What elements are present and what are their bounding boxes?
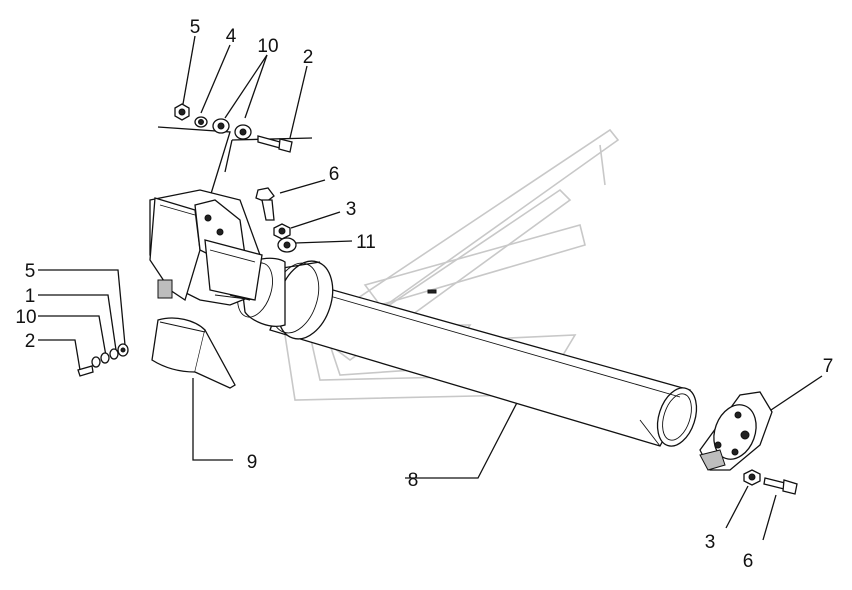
clamp-strap-part-9	[151, 317, 236, 389]
callout-5-left: 5	[25, 261, 36, 282]
callout-9: 9	[247, 452, 258, 473]
left-hardware	[77, 343, 129, 377]
callout-10-left: 10	[15, 307, 36, 328]
top-hardware	[174, 103, 293, 153]
flange-part-7	[699, 391, 773, 471]
callout-5-top: 5	[190, 17, 201, 38]
callout-10-top: 10	[257, 36, 278, 57]
callout-4-top: 4	[226, 26, 237, 47]
callout-2-left: 2	[25, 331, 36, 352]
callout-7: 7	[823, 356, 834, 377]
mounting-bracket	[149, 189, 263, 306]
callout-labels: 5 4 10 2 6 3 11 5 1 10 2 9 8 7 3 6	[15, 17, 833, 572]
middle-hardware	[255, 187, 297, 253]
callout-11: 11	[356, 232, 376, 253]
tube-part-8	[269, 277, 698, 447]
bottom-right-hardware	[743, 469, 798, 495]
callout-6-mid: 6	[329, 164, 340, 185]
callout-3-mid: 3	[346, 199, 357, 220]
leader-lines	[38, 35, 823, 541]
callout-3-bottom: 3	[705, 532, 716, 553]
callout-2-top: 2	[303, 47, 314, 68]
callout-6-bottom: 6	[743, 551, 754, 572]
callout-1-left: 1	[25, 286, 36, 307]
callout-8: 8	[408, 470, 419, 491]
